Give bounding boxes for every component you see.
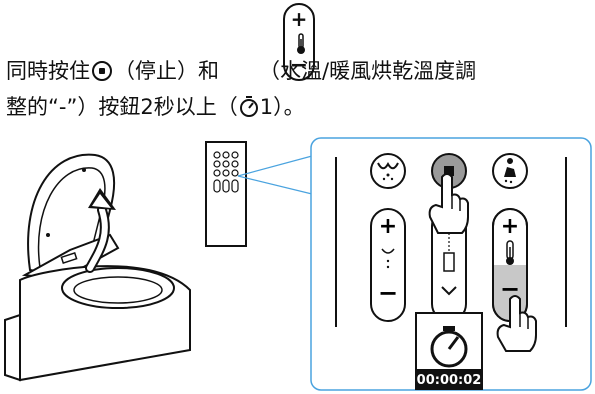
thermometer-icon <box>506 240 514 265</box>
instruction-line-2: 整的“-”）按鈕2秒以上（ 1）。 <box>6 93 305 121</box>
timer-count: 1 <box>259 95 274 119</box>
temperature-plus[interactable]: + <box>501 214 519 239</box>
remote-control <box>205 141 247 247</box>
chevron-down-icon[interactable] <box>441 286 457 296</box>
wash-mode-button[interactable] <box>370 153 406 189</box>
plus-sign: + <box>290 7 308 31</box>
instruction-line-1: 同時按住 （停止）和 （水溫/暖風烘乾溫度調 <box>6 57 476 85</box>
instruction-text-1: 同時按住 <box>6 59 90 83</box>
hand-pressing-stop-icon <box>428 173 469 234</box>
stopwatch-timer <box>415 312 483 390</box>
wash-pressure-plus[interactable]: + <box>379 214 397 239</box>
wash-pressure-minus[interactable]: − <box>378 279 398 307</box>
nozzle-position-icon <box>443 233 455 272</box>
callout-connector <box>237 155 313 195</box>
thermometer-icon <box>297 33 305 54</box>
instruction-text-5: ）。 <box>273 95 305 119</box>
timer-display: 00:00:02 <box>417 373 482 388</box>
minus-sign: − <box>289 53 309 78</box>
hand-pressing-minus-icon <box>496 295 537 352</box>
wash-icon <box>381 248 395 254</box>
user-mode-button[interactable] <box>492 153 528 189</box>
instruction-text-3: （水溫/暖風烘乾溫度調 <box>259 59 477 83</box>
toilet-illustration <box>4 153 191 382</box>
temperature-button-icon: + − <box>283 3 315 81</box>
instruction-text-4: 整的“-”）按鈕2秒以上（ <box>6 95 238 119</box>
stop-icon <box>92 61 112 81</box>
wash-pressure-pill <box>370 208 406 322</box>
remote-detail-callout: + − + − 00:00:02 <box>310 137 592 391</box>
stopwatch-icon <box>239 96 258 117</box>
instruction-text-2: （停止）和 <box>114 59 219 83</box>
